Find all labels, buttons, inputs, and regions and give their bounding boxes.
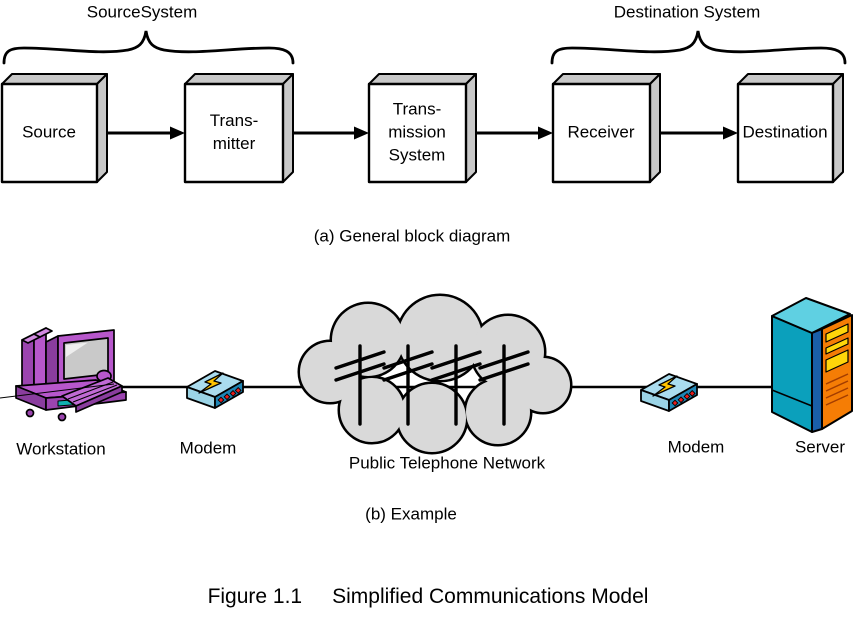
telephone-pole-icon (334, 344, 386, 426)
figure-title: Simplified Communications Model (332, 585, 649, 608)
source-system-label: SourceSystem (86, 2, 198, 22)
transmission-system-box (367, 73, 477, 184)
source-box-label: Source (22, 122, 76, 142)
destination-system-label: Destination System (613, 2, 761, 22)
figure-caption: Figure 1.1 Simplified Communications Mode… (0, 585, 856, 609)
receiver-box (551, 73, 661, 184)
telephone-pole-icon (382, 344, 434, 426)
source-box (0, 73, 108, 184)
flow-arrow-3 (477, 126, 553, 140)
figure-number: Figure 1.1 (207, 585, 303, 608)
server-label: Server (794, 437, 846, 457)
modem-left-label: Modem (179, 438, 237, 458)
cloud-shape (297, 293, 573, 455)
telephone-pole-icon (430, 344, 482, 426)
workstation-graphic (0, 327, 127, 422)
workstation-label: Workstation (16, 439, 106, 459)
source-system-brace (2, 30, 295, 65)
flow-arrow-4 (661, 126, 738, 140)
destination-box (736, 73, 844, 184)
public-telephone-network-label: Public Telephone Network (348, 453, 546, 473)
receiver-box-label: Receiver (567, 122, 635, 142)
flow-arrow-1 (108, 126, 185, 140)
telephone-pole-icon (478, 344, 530, 426)
destination-system-brace (550, 30, 847, 65)
transmitter-box (183, 73, 294, 184)
telephone-pole-icons (334, 344, 530, 426)
part-a-caption: (a) General block diagram (313, 226, 511, 246)
transmitter-box-label: Trans- mitter (209, 111, 259, 153)
modem-right-label: Modem (667, 437, 725, 457)
flow-arrow-2 (294, 126, 369, 140)
server-graphic (771, 297, 853, 433)
modem-right-graphic (640, 373, 698, 412)
transmission-system-box-label: Trans- mission System (388, 99, 446, 165)
part-b-caption: (b) Example (365, 504, 457, 524)
modem-left-graphic (186, 370, 244, 409)
destination-box-label: Destination (742, 122, 828, 142)
